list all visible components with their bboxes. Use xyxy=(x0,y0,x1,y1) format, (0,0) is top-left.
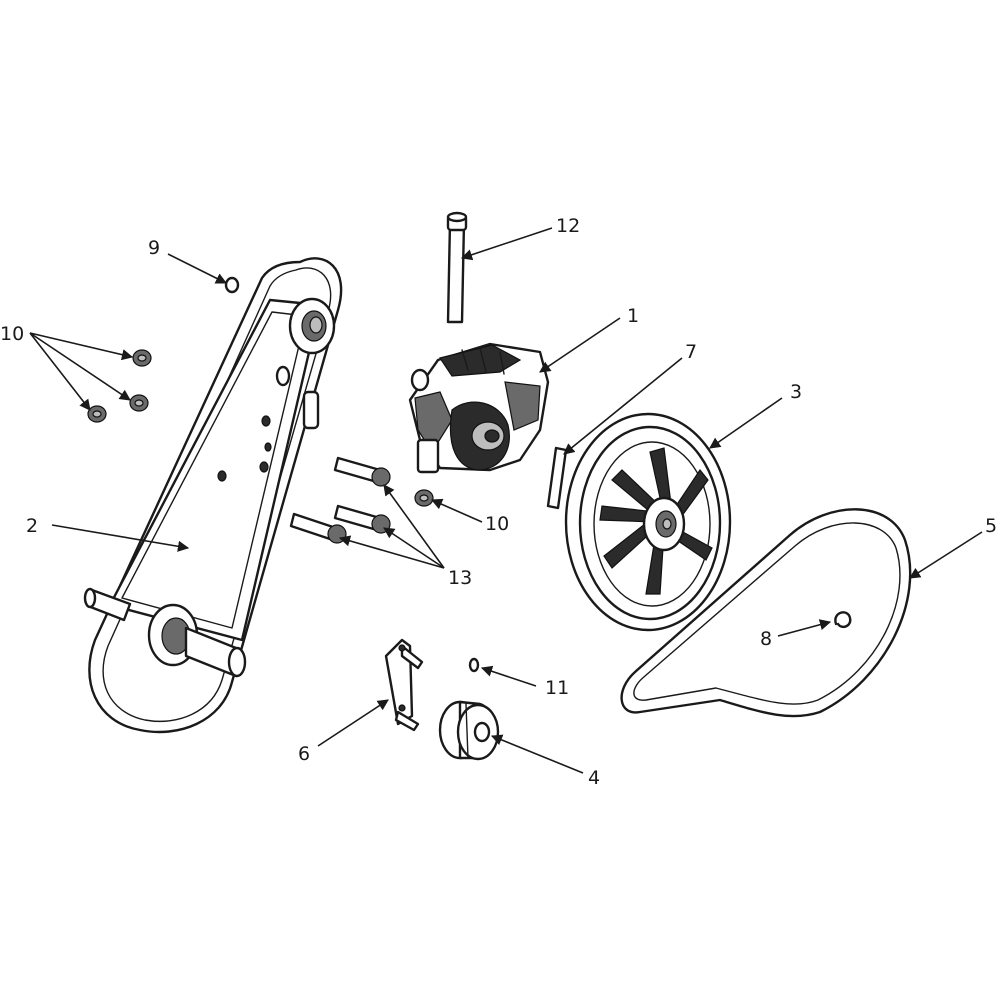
callout-3: 3 xyxy=(790,381,802,403)
callout-10-left: 10 xyxy=(0,323,24,345)
callout-13: 13 xyxy=(448,567,472,589)
washer-part-9 xyxy=(224,276,240,294)
key-rod-part-7 xyxy=(546,446,568,510)
bolts-part-13 xyxy=(289,456,391,544)
belt-part-5 xyxy=(620,508,912,718)
nut-part-10-right xyxy=(414,489,434,507)
callout-4: 4 xyxy=(588,767,600,789)
circlip-part-8 xyxy=(834,611,852,629)
callout-5: 5 xyxy=(985,515,997,537)
callout-11: 11 xyxy=(545,677,569,699)
callout-9: 9 xyxy=(148,237,160,259)
chain-case-assembly xyxy=(83,257,343,734)
callout-labels: 1 2 3 4 5 6 7 8 9 10 10 11 12 13 xyxy=(0,215,997,789)
callout-2: 2 xyxy=(26,515,38,537)
callout-10-right: 10 xyxy=(485,513,509,535)
callout-12: 12 xyxy=(556,215,580,237)
long-bolt-part-12 xyxy=(446,211,468,324)
callout-6: 6 xyxy=(298,743,310,765)
callout-8: 8 xyxy=(760,628,772,650)
gearbox-part-1 xyxy=(408,342,550,474)
callout-7: 7 xyxy=(685,341,697,363)
nuts-part-10-left xyxy=(87,349,152,423)
callout-1: 1 xyxy=(627,305,639,327)
pin-part-11 xyxy=(468,657,480,673)
wheel-part-3 xyxy=(564,412,732,632)
leader-lines xyxy=(29,227,983,774)
bracket-part-6 xyxy=(384,638,424,732)
pulley-part-4 xyxy=(438,700,500,761)
